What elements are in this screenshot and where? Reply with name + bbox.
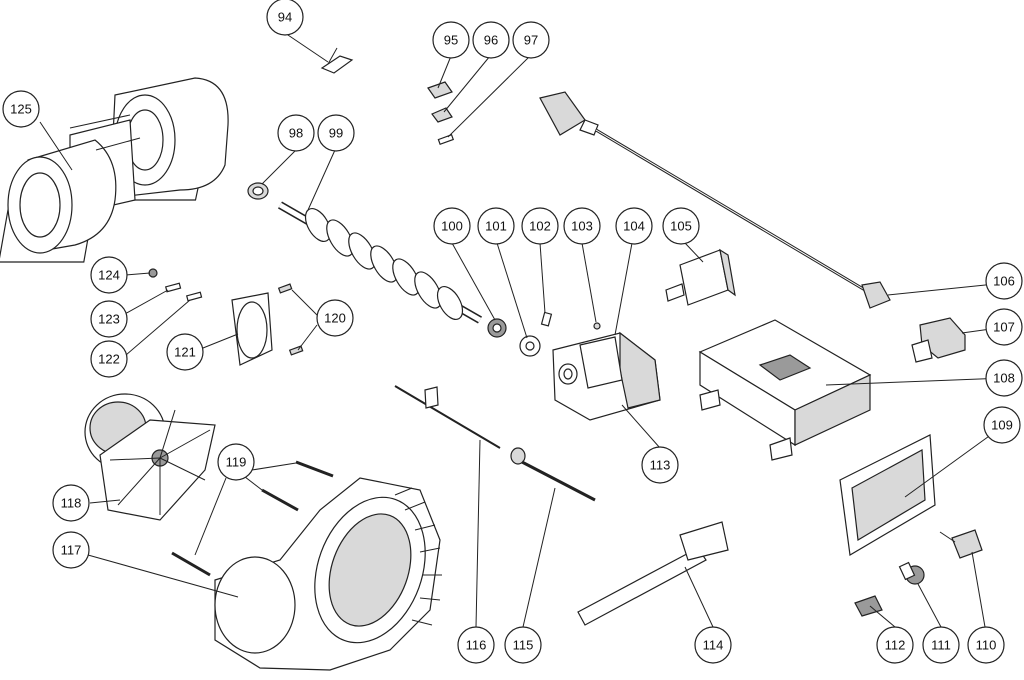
- part-111-fuse-holder: [898, 561, 925, 585]
- part-100-bushing: [487, 318, 507, 338]
- part-96-connector: [431, 107, 453, 123]
- callout-96: 96: [472, 21, 510, 59]
- callout-110-label: 110: [976, 638, 997, 653]
- callout-98: 98: [277, 114, 315, 152]
- callout-115: 115: [504, 626, 542, 664]
- callout-123-label: 123: [98, 312, 120, 327]
- callout-120-label: 120: [324, 311, 346, 326]
- callout-110: 110: [967, 626, 1005, 664]
- callout-122: 122: [90, 340, 128, 378]
- part-125-twin-blower: [0, 77, 229, 263]
- callout-114-label: 114: [703, 638, 724, 653]
- callout-108: 108: [985, 359, 1023, 397]
- part-98-nut: [247, 182, 269, 200]
- callout-103: 103: [563, 207, 601, 245]
- leader-lines: [39, 32, 1006, 628]
- part-108-control-box: [698, 319, 872, 461]
- callout-109: 109: [983, 406, 1021, 444]
- callout-122-label: 122: [98, 352, 120, 367]
- callout-100-label: 100: [441, 219, 463, 234]
- callout-102-label: 102: [529, 219, 551, 234]
- part-107-connector: [911, 317, 966, 363]
- part-101-washer: [519, 335, 541, 357]
- callout-94-label: 94: [278, 10, 292, 25]
- part-109-hopper-lid: [839, 434, 936, 556]
- part-123-pin: [164, 282, 182, 293]
- callout-95-label: 95: [444, 33, 458, 48]
- callout-112: 112: [876, 626, 914, 664]
- callout-118-label: 118: [61, 496, 82, 511]
- callout-96-label: 96: [484, 33, 498, 48]
- callout-107-label: 107: [993, 320, 1015, 335]
- part-115-rod: [510, 447, 596, 502]
- callout-105: 105: [662, 207, 700, 245]
- callout-121-label: 121: [174, 345, 196, 360]
- callout-123: 123: [90, 300, 128, 338]
- part-116-probe: [394, 385, 501, 449]
- callout-118: 118: [52, 484, 90, 522]
- part-122-pin: [185, 291, 203, 302]
- callout-100: 100: [433, 207, 471, 245]
- part-114-igniter-tube: [577, 521, 729, 626]
- callout-108-label: 108: [993, 371, 1015, 386]
- part-99-auger: [278, 201, 482, 324]
- callout-95: 95: [432, 21, 470, 59]
- part-110-switch: [939, 529, 983, 559]
- callout-104-label: 104: [623, 219, 645, 234]
- part-117-combustion-housing: [214, 477, 442, 671]
- callout-106-label: 106: [993, 274, 1015, 289]
- callout-116-label: 116: [466, 638, 487, 653]
- callout-124: 124: [90, 256, 128, 294]
- callout-113-label: 113: [650, 458, 671, 473]
- callout-94: 94: [266, 0, 304, 36]
- callout-115-label: 115: [513, 638, 534, 653]
- callout-103-label: 103: [571, 219, 593, 234]
- part-113-gear-motor: [552, 331, 661, 421]
- callout-112-label: 112: [885, 638, 906, 653]
- part-121-gasket-plate: [231, 292, 273, 366]
- callout-124-label: 124: [98, 268, 120, 283]
- callout-113: 113: [641, 446, 679, 484]
- callout-101: 101: [477, 207, 515, 245]
- callout-106: 106: [985, 262, 1023, 300]
- callout-97: 97: [512, 21, 550, 59]
- callout-116: 116: [457, 626, 495, 664]
- callout-119: 119: [217, 443, 255, 481]
- part-106-power-cable: [539, 91, 891, 309]
- callout-99-label: 99: [329, 126, 343, 141]
- callout-121: 121: [166, 333, 204, 371]
- callout-117: 117: [52, 531, 90, 569]
- part-120-screws: [277, 283, 304, 356]
- callout-119-label: 119: [226, 455, 247, 470]
- callout-111-label: 111: [931, 638, 951, 653]
- callout-97-label: 97: [524, 33, 538, 48]
- callout-125: 125: [2, 90, 40, 128]
- part-105-module: [665, 248, 736, 306]
- part-119-bolts: [171, 460, 334, 577]
- part-124-nut: [148, 268, 158, 278]
- callout-107: 107: [985, 308, 1023, 346]
- callout-117-label: 117: [61, 543, 82, 558]
- part-118-combustion-fan: [84, 393, 216, 521]
- part-103-screw: [593, 322, 601, 330]
- callout-98-label: 98: [289, 126, 303, 141]
- callout-102: 102: [521, 207, 559, 245]
- part-102-pin: [540, 311, 553, 327]
- callout-111: 111: [922, 626, 960, 664]
- callout-105-label: 105: [670, 219, 692, 234]
- part-94-bracket: [320, 47, 354, 74]
- callout-99: 99: [317, 114, 355, 152]
- callout-101-label: 101: [485, 219, 507, 234]
- callout-104: 104: [615, 207, 653, 245]
- callout-114: 114: [694, 626, 732, 664]
- part-97-pin: [437, 134, 455, 146]
- callout-125-label: 125: [10, 102, 32, 117]
- callout-120: 120: [316, 299, 354, 337]
- callout-109-label: 109: [991, 418, 1013, 433]
